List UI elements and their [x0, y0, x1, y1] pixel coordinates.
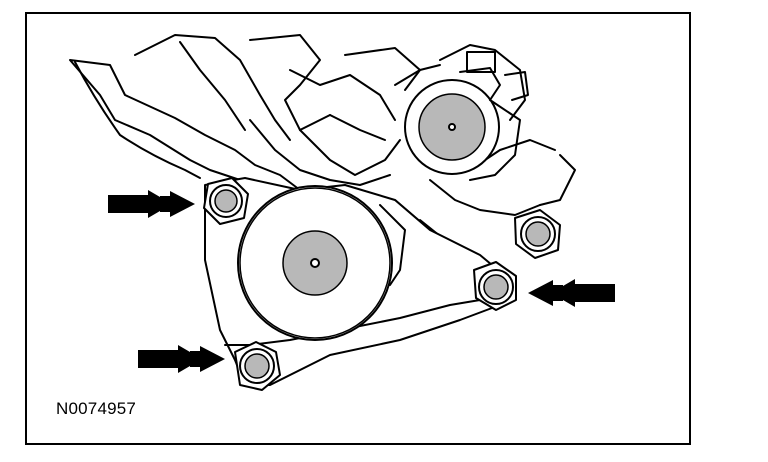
- bolt-upper-left: [203, 177, 249, 225]
- pump-body: [237, 185, 406, 341]
- arrow-upper-left-bolt: [108, 190, 195, 218]
- arrow-lower-left-bolt: [138, 345, 225, 373]
- figure-id-label: N0074957: [56, 399, 137, 418]
- engine-block-outline: [69, 34, 576, 256]
- bolt-far-right: [514, 209, 561, 259]
- arrow-right-bolt: [528, 279, 615, 307]
- bolt-lower-left: [234, 341, 281, 391]
- bolt-right: [473, 261, 517, 311]
- solenoid-sensor: [404, 44, 529, 181]
